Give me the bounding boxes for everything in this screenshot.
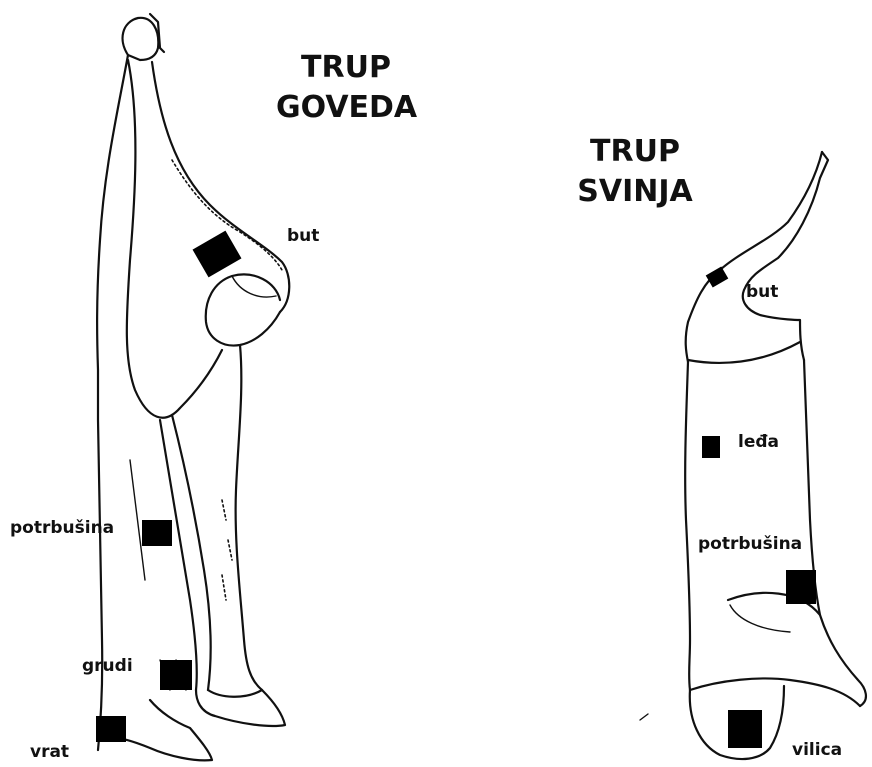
pork-sample-site-vilica (728, 710, 762, 748)
beef-label-vrat: vrat (30, 742, 69, 762)
pork-sample-site-potrbusina (786, 570, 816, 604)
pork-label-vilica: vilica (792, 740, 842, 760)
beef-sample-site-grudi (160, 660, 192, 690)
pork-title: TRUP SVINJA (570, 132, 700, 212)
beef-label-potrbusina: potrbušina (10, 518, 114, 538)
pork-label-but: but (746, 282, 778, 302)
beef-title-line1: TRUP (276, 48, 416, 88)
beef-title: TRUP GOVEDA (276, 48, 416, 128)
beef-sample-site-potrbusina (142, 520, 172, 546)
beef-label-but: but (287, 226, 319, 246)
beef-title-line2: GOVEDA (276, 88, 416, 128)
pork-title-line1: TRUP (570, 132, 700, 172)
pork-label-ledja: leđa (738, 432, 779, 452)
beef-sample-site-vrat (96, 716, 126, 742)
beef-label-grudi: grudi (82, 656, 133, 676)
pork-sample-site-ledja (702, 436, 720, 458)
pork-title-line2: SVINJA (570, 172, 700, 212)
beef-carcass-outline (97, 14, 289, 760)
pork-carcass-outline (640, 152, 866, 759)
pork-label-potrbusina: potrbušina (698, 534, 802, 554)
